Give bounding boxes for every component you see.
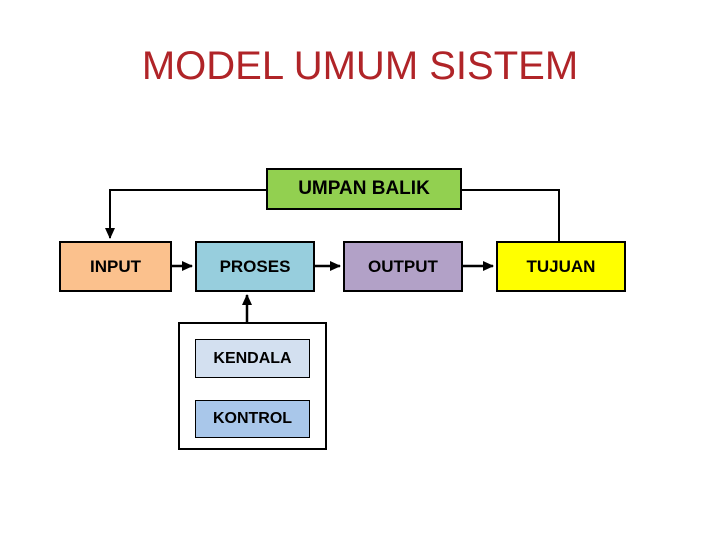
kontrol-label: KONTROL bbox=[212, 410, 293, 427]
output-box: OUTPUT bbox=[343, 241, 463, 292]
line-tujuan-umpanbalik bbox=[462, 189, 560, 241]
tujuan-label: TUJUAN bbox=[526, 256, 596, 276]
input-box: INPUT bbox=[59, 241, 172, 292]
input-label: INPUT bbox=[90, 256, 141, 276]
slide-title: MODEL UMUM SISTEM bbox=[141, 44, 579, 88]
kendala-box: KENDALA bbox=[195, 339, 310, 378]
kendala-label: KENDALA bbox=[213, 349, 292, 367]
proses-box: PROSES bbox=[195, 241, 315, 292]
umpan-balik-label: UMPAN BALIK bbox=[298, 178, 430, 199]
arrow-umpanbalik-input bbox=[105, 189, 266, 239]
kontrol-box: KONTROL bbox=[195, 400, 310, 438]
proses-label: PROSES bbox=[219, 256, 291, 276]
output-label: OUTPUT bbox=[368, 256, 438, 276]
tujuan-box: TUJUAN bbox=[496, 241, 626, 292]
umpan-balik-box: UMPAN BALIK bbox=[266, 168, 462, 210]
